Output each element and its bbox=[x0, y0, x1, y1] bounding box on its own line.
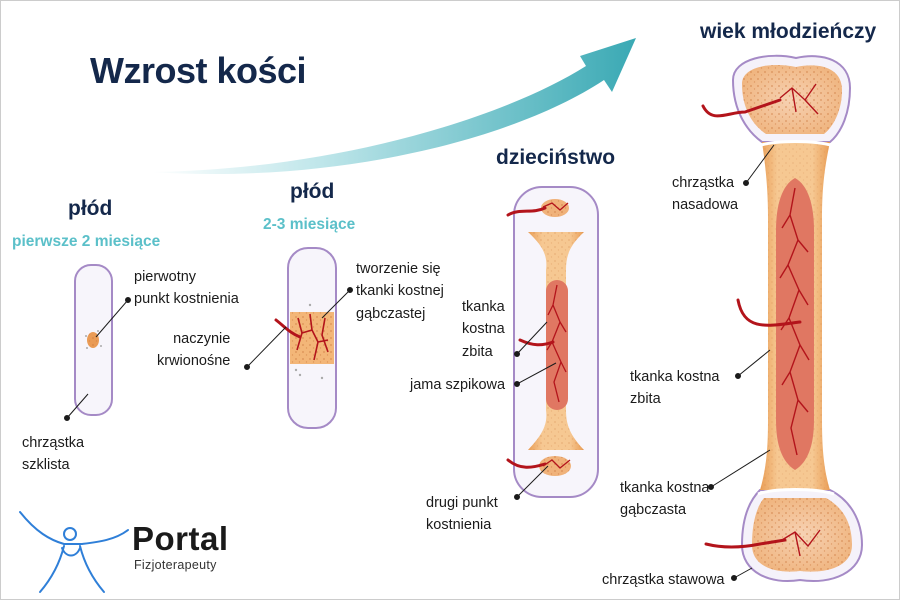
label-primary-ossification-center: pierwotny punkt kostnienia bbox=[134, 269, 239, 308]
person-stretching-icon bbox=[19, 511, 129, 593]
bone-stage-1 bbox=[74, 264, 113, 416]
label-compact-bone-child: tkanka kostna zbita bbox=[462, 299, 505, 360]
bone-stage-3 bbox=[506, 186, 599, 498]
logo-tagline: Fizjoterapeuty bbox=[134, 558, 217, 572]
label-hyaline-cartilage: chrząstka szklista bbox=[22, 435, 85, 474]
label-compact-bone-adolescent: tkanka kostna zbita bbox=[630, 369, 720, 408]
page-title: Wzrost kości bbox=[90, 50, 307, 91]
bone-stage-2 bbox=[274, 247, 337, 429]
label-marrow-cavity: jama szpikowa bbox=[410, 377, 506, 393]
stage-4-heading: wiek młodzieńczy bbox=[700, 20, 877, 43]
leader-lines bbox=[64, 144, 775, 581]
stage-2-subheading: 2-3 miesiące bbox=[263, 216, 356, 233]
label-epiphyseal-cartilage: chrząstka nasadowa bbox=[672, 175, 739, 214]
growth-arrow bbox=[150, 38, 636, 175]
label-secondary-ossification-center: drugi punkt kostnienia bbox=[426, 495, 498, 534]
label-blood-vessel: naczynie krwionośne bbox=[157, 331, 231, 370]
label-spongy-bone-formation: tworzenie się tkanki kostnej gąbczastej bbox=[356, 261, 444, 322]
bone-stage-4 bbox=[701, 54, 864, 582]
stage-1-subheading: pierwsze 2 miesiące bbox=[12, 233, 161, 250]
label-articular-cartilage: chrząstka stawowa bbox=[602, 572, 725, 588]
stage-1-heading: płód bbox=[68, 197, 113, 220]
stage-2-heading: płód bbox=[290, 180, 335, 203]
logo-name: Portal bbox=[132, 520, 229, 557]
stage-3-heading: dzieciństwo bbox=[496, 146, 616, 169]
label-spongy-bone-adolescent: tkanka kostna gąbczasta bbox=[620, 480, 710, 519]
